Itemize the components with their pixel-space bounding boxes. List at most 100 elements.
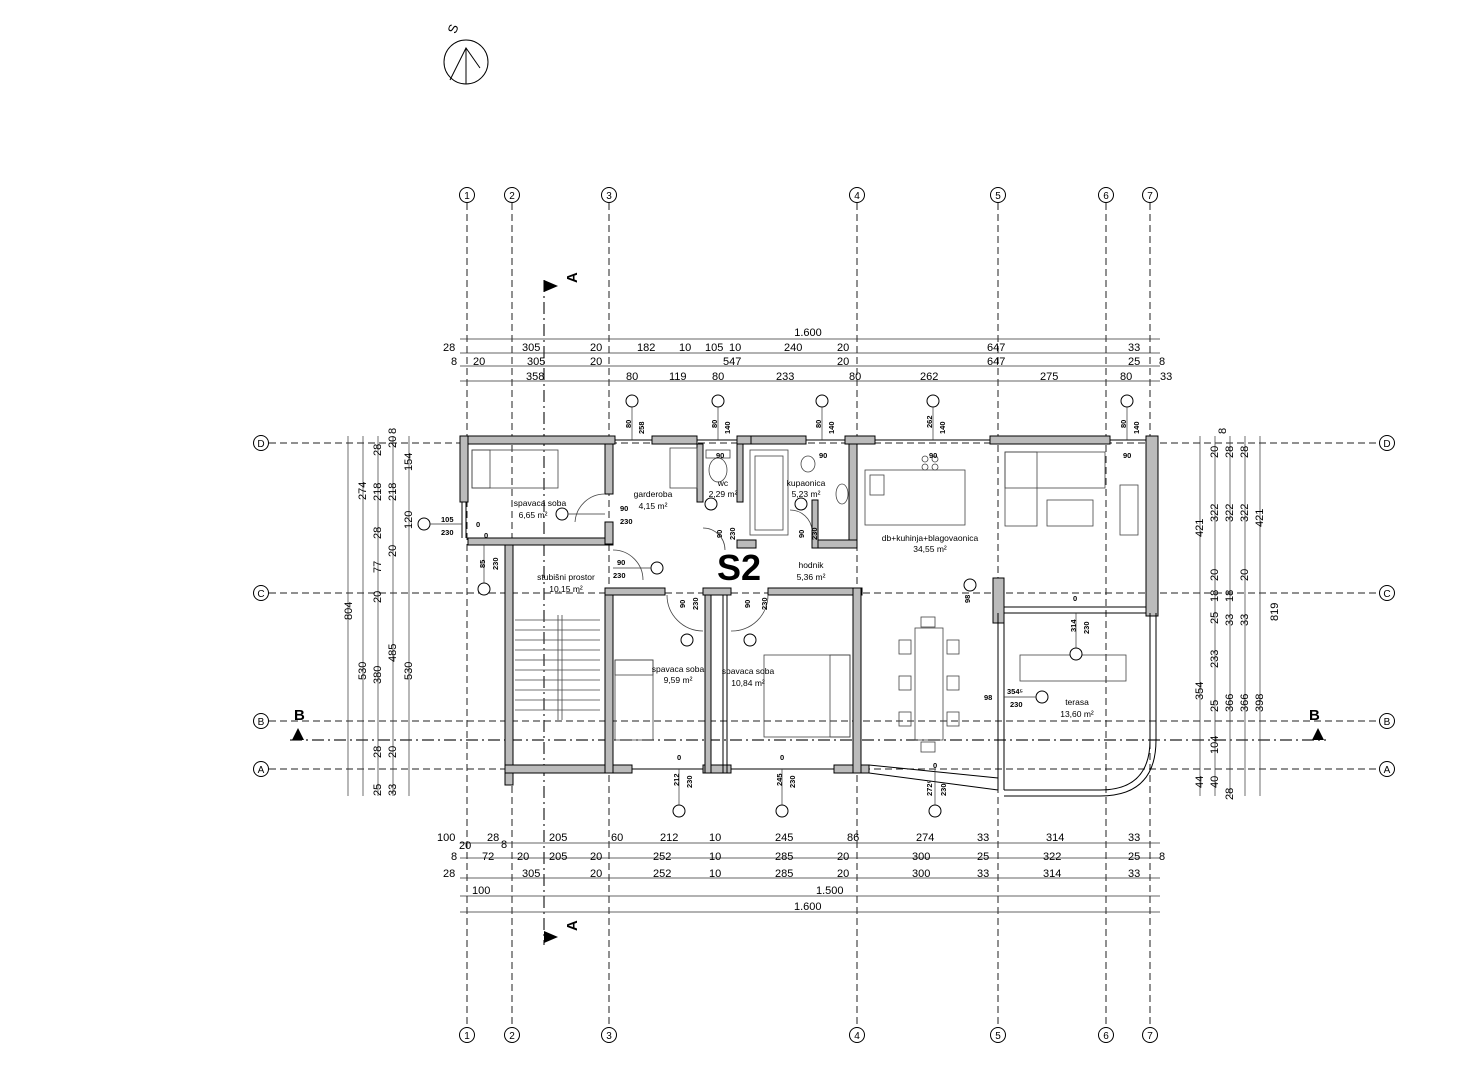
dim-left3-1: 218 — [387, 483, 399, 501]
dim-bot1-7: 86 — [847, 832, 859, 844]
tag-90-kuh: 90 — [929, 451, 937, 460]
grid-label-5: 5 — [995, 191, 1001, 202]
dim-top3-7: 275 — [1040, 371, 1058, 383]
dim-left-804: 804 — [343, 602, 355, 620]
dim-right3-0: 28 — [1224, 446, 1236, 458]
room-area-dnevni: 34,55 m² — [913, 544, 947, 554]
section-b-right: B — [1309, 707, 1320, 724]
tag-zero-1: 0 — [476, 520, 480, 529]
dim-right3-2: 18 — [1224, 590, 1236, 602]
door-h-6: 230 — [760, 597, 769, 610]
opening-h-11: 230 — [1082, 621, 1091, 634]
dim-left3-3: 20 — [387, 545, 399, 557]
dim-left-274: 274 — [357, 482, 369, 500]
dim-top1-7: 240 — [784, 342, 802, 354]
dim-right1-0: 421 — [1194, 519, 1206, 537]
tag-zero-3: 0 — [677, 753, 681, 762]
dim-left4-2: 530 — [403, 662, 415, 680]
door-tags: 90 230 90 230 90 230 90 230 90 230 90 23… — [555, 451, 1131, 647]
dim-left4-1: 154 — [403, 453, 415, 471]
opening-h-7: 230 — [491, 557, 500, 570]
opening-w-1: 80 — [624, 420, 633, 428]
dim-bot1-9: 33 — [977, 832, 989, 844]
dim-left3-0: 20 — [387, 436, 399, 448]
room-name-stubisni: stubišni prostor — [537, 572, 595, 582]
room-area-terasa: 13,60 m² — [1060, 709, 1094, 719]
dim-bot4-0: 100 — [472, 885, 490, 897]
dim-right4-1: 421 — [1254, 509, 1266, 527]
section-a-bottom: A — [564, 920, 581, 931]
grid-label-6-bottom: 6 — [1103, 1031, 1109, 1042]
dim-top1-3: 182 — [637, 342, 655, 354]
tag-90-dn: 90 — [1123, 451, 1131, 460]
dim-left2-5: 380 — [372, 666, 384, 684]
door-w-6: 90 — [743, 600, 752, 608]
grid-label-b-right: B — [1384, 717, 1391, 728]
room-area-spavaca-soba-1: 6,65 m² — [519, 510, 548, 520]
dim-top3-3: 80 — [712, 371, 724, 383]
grid-label-5-bottom: 5 — [995, 1031, 1001, 1042]
door-w-1: 90 — [620, 504, 628, 513]
section-a-line: A A — [543, 272, 581, 945]
opening-w-7: 85 — [478, 560, 487, 568]
opening-w-11: 314 — [1069, 619, 1078, 632]
dim-right1-1: 354 — [1194, 682, 1206, 700]
dim-top1-6: 10 — [729, 342, 741, 354]
tag-98: 98 — [963, 595, 972, 603]
dim-left2-4: 20 — [372, 591, 384, 603]
grid-bubbles-top: 1 2 3 4 5 6 7 — [459, 187, 1158, 203]
dim-bot2-3: 205 — [549, 851, 567, 863]
door-w-5: 90 — [678, 600, 687, 608]
opening-h-4: 140 — [938, 421, 947, 434]
opening-w-2: 80 — [710, 420, 719, 428]
dim-bot1-5: 10 — [709, 832, 721, 844]
dim-top3-5: 80 — [849, 371, 861, 383]
dim-right2-8: 40 — [1209, 776, 1221, 788]
dim-right3-5: 28 — [1224, 788, 1236, 800]
room-area-stubisni: 10,15 m² — [549, 584, 583, 594]
dim-bot1-8: 274 — [916, 832, 934, 844]
grid-label-2: 2 — [509, 191, 515, 202]
dim-left2-1: 218 — [372, 483, 384, 501]
dim-top2-3: 20 — [590, 356, 602, 368]
dim-left-530: 530 — [357, 662, 369, 680]
grid-label-3: 3 — [606, 191, 612, 202]
room-name-spavaca-soba-1: spavaca soba — [514, 498, 567, 508]
grid-label-c: C — [257, 589, 264, 600]
dim-right3-3: 33 — [1224, 614, 1236, 626]
dim-bot2-0: 8 — [451, 851, 457, 863]
opening-w-5: 80 — [1119, 420, 1128, 428]
dim-right2-2: 20 — [1209, 569, 1221, 581]
dim-top1-2: 20 — [590, 342, 602, 354]
door-h-3: 230 — [728, 527, 737, 540]
dim-right1-2: 44 — [1194, 776, 1206, 788]
tag-zero-7: 98 — [984, 693, 992, 702]
section-b-line: B B — [290, 707, 1326, 741]
dim-bot2-12: 25 — [1128, 851, 1140, 863]
dim-right3-0b: 28 — [1239, 446, 1251, 458]
room-area-kupaonica: 5,23 m² — [792, 489, 821, 499]
opening-h-3: 140 — [827, 421, 836, 434]
dim-right3-4: 366 — [1224, 694, 1236, 712]
dim-top3-0: 358 — [526, 371, 544, 383]
grid-label-7: 7 — [1147, 191, 1153, 202]
opening-w-6: 105 — [441, 515, 454, 524]
dim-left3-4: 485 — [387, 644, 399, 662]
dim-bot1b-1: 8 — [501, 839, 507, 851]
room-name-spavaca-soba-3: spavaca soba — [722, 666, 775, 676]
furniture — [471, 447, 1139, 753]
dim-bot2-8: 20 — [837, 851, 849, 863]
dim-left2-2: 28 — [372, 527, 384, 539]
dim-top2-2: 305 — [527, 356, 545, 368]
dimensions-right: 421 354 44 20 322 20 18 25 233 25 104 40… — [1194, 428, 1281, 800]
grid-label-a: A — [258, 765, 265, 776]
dim-right2-5: 233 — [1209, 650, 1221, 668]
grid-label-d: D — [257, 439, 264, 450]
dim-top1-5: 105 — [705, 342, 723, 354]
dim-top1-0: 28 — [443, 342, 455, 354]
grid-label-6: 6 — [1103, 191, 1109, 202]
dim-bot4-1: 1.500 — [816, 885, 844, 897]
dim-left4-0: 8 — [387, 428, 399, 434]
dim-top1-8: 20 — [837, 342, 849, 354]
